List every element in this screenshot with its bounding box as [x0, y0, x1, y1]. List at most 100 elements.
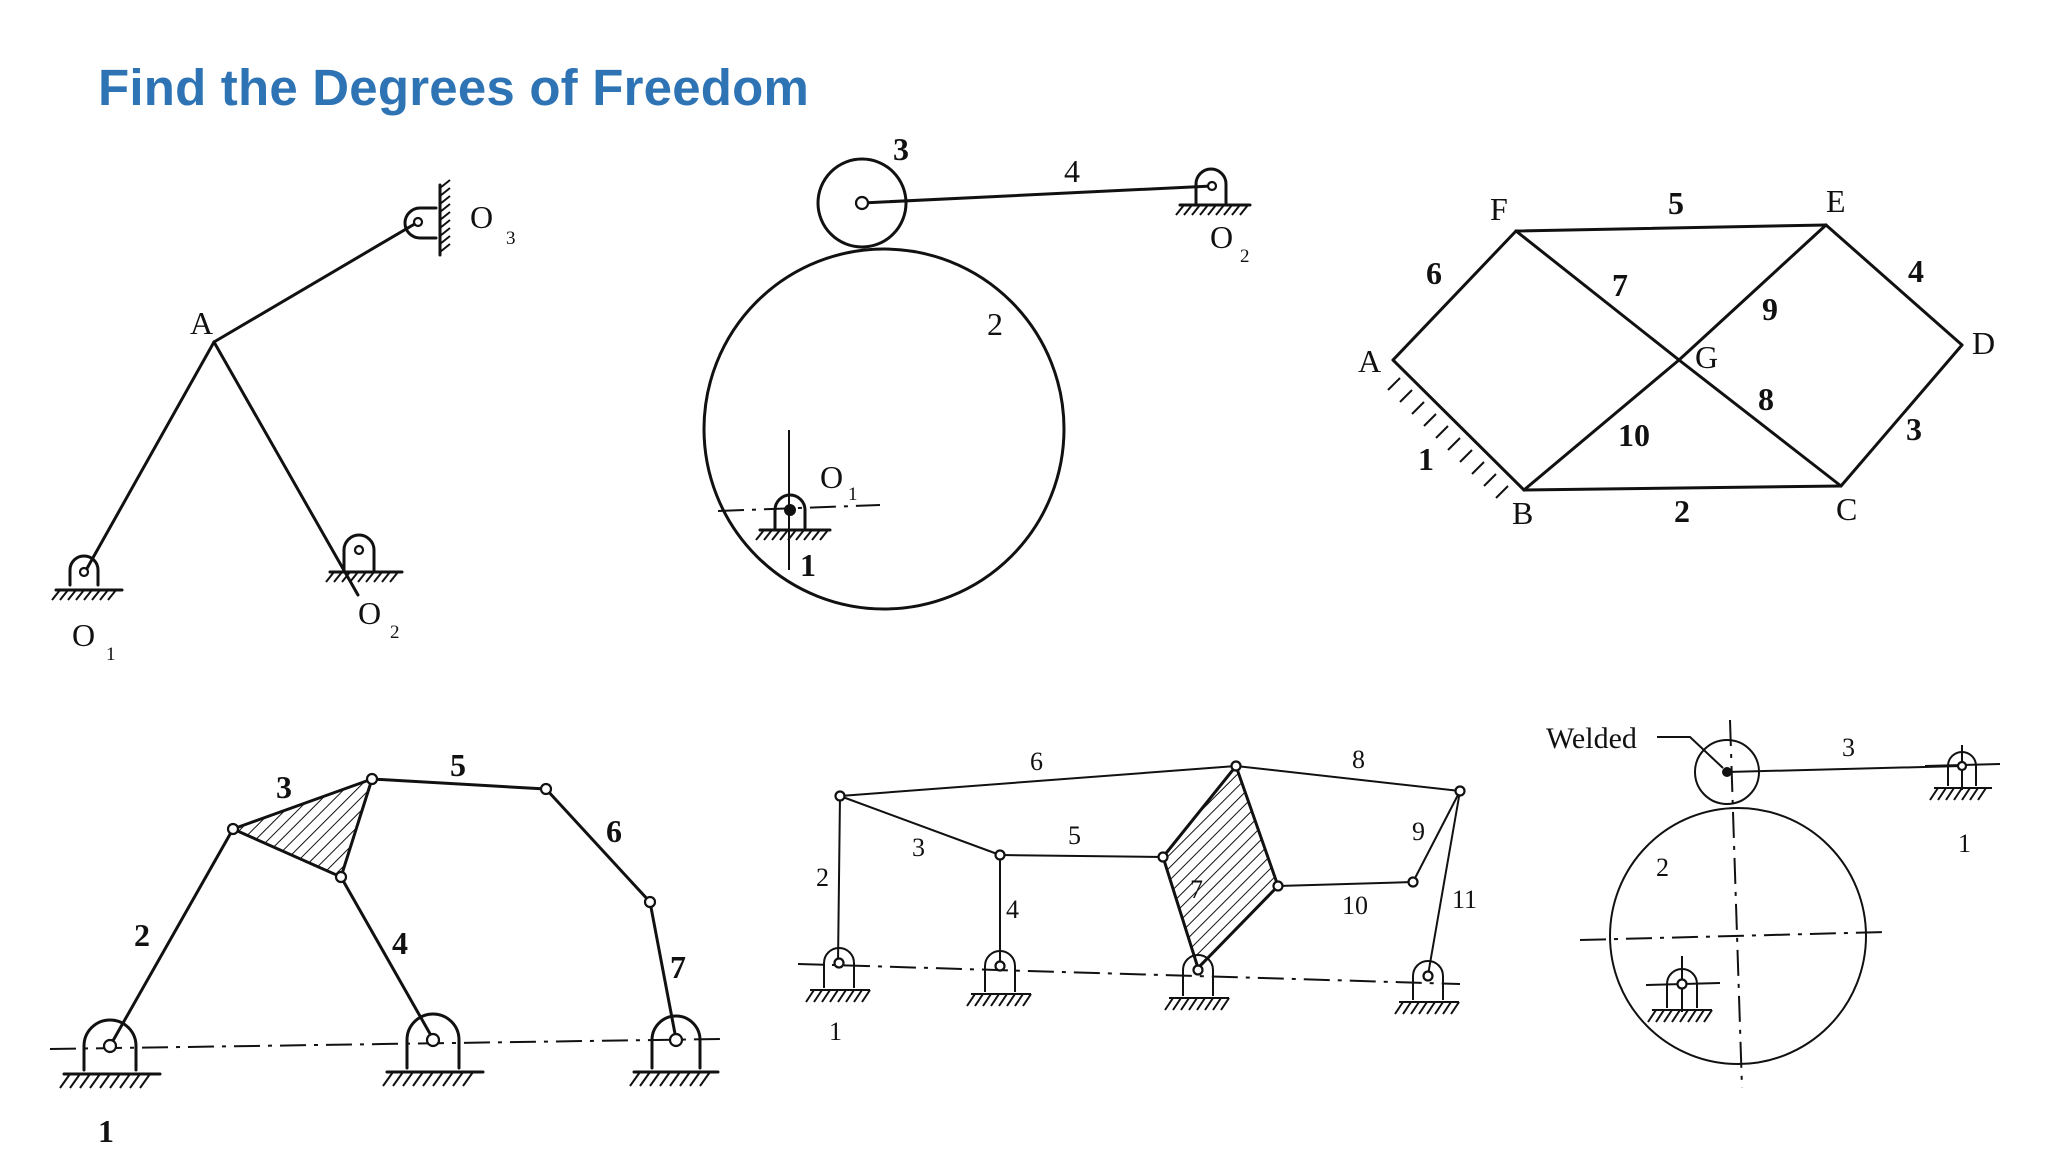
label-d: D: [1972, 325, 1995, 361]
label-1: 1: [98, 1113, 114, 1149]
label-e: E: [1826, 183, 1846, 219]
label-7: 7: [1612, 267, 1628, 303]
label-o2-sub: 2: [390, 622, 400, 643]
ground-support-a: [805, 947, 871, 1003]
label-2: 2: [987, 306, 1003, 342]
label-2: 2: [134, 917, 150, 953]
figure-2-gear-mechanism: 3 4 2 1 O 1 O 2: [702, 131, 1252, 611]
ground-support-o3: [403, 179, 451, 257]
label-8: 8: [1758, 381, 1774, 417]
slide-title: Find the Degrees of Freedom: [98, 59, 810, 116]
figure-3-ten-link-chain: A B C D E F G 1 2 3 4 5 6 7 8 9 10: [1358, 183, 1995, 531]
link-4: [1824, 223, 1964, 347]
label-2: 2: [816, 863, 829, 892]
label-o1: O: [820, 459, 843, 495]
link-6: [839, 765, 1237, 797]
label-3: 3: [1906, 411, 1922, 447]
label-2: 2: [1656, 853, 1669, 882]
link-5: [1514, 223, 1828, 233]
ground-support-1: [59, 1018, 162, 1089]
label-1: 1: [1958, 829, 1971, 858]
label-o1-sub: 1: [106, 644, 116, 665]
label-9: 9: [1762, 291, 1778, 327]
label-4: 4: [392, 925, 408, 961]
label-o3: O: [470, 199, 493, 235]
ground-support-o2: [1175, 167, 1252, 216]
link-1-ground: [1391, 358, 1526, 492]
ground-support-o1: [717, 430, 881, 570]
label-g: G: [1695, 339, 1718, 375]
link-9: [1412, 790, 1461, 883]
label-5: 5: [1668, 185, 1684, 221]
link-8: [1235, 765, 1461, 792]
link-a-o3: [212, 220, 420, 344]
label-4: 4: [1006, 895, 1019, 924]
link-3: [1726, 765, 1963, 773]
link-7: [1514, 229, 1681, 362]
link-10: [1522, 358, 1681, 492]
ground-support-3: [629, 1014, 720, 1087]
figure-6-welded-gear: Welded 3 2 1: [1546, 719, 2001, 1089]
large-wheel-2: [1609, 807, 1867, 1065]
label-7: 7: [670, 949, 686, 985]
link-10: [1277, 881, 1414, 887]
label-2: 2: [1674, 493, 1690, 529]
link-2: [108, 827, 235, 1048]
link-3: [1839, 343, 1964, 488]
label-1: 1: [1418, 441, 1434, 477]
figure-1-linkage: A O 1 O 2 O 3: [51, 179, 516, 665]
label-o2: O: [358, 595, 381, 631]
large-wheel-2: [702, 247, 1066, 611]
ground-support-o2: [325, 533, 404, 583]
label-a: A: [1358, 343, 1381, 379]
link-6: [544, 787, 652, 904]
link-2: [1522, 484, 1843, 492]
welded-pointer: [1657, 736, 1724, 769]
label-welded: Welded: [1546, 722, 1637, 755]
link-6: [1391, 229, 1518, 362]
ground-support-2: [382, 1012, 485, 1087]
label-o3-sub: 3: [506, 228, 516, 249]
label-o1-sub: 1: [848, 484, 858, 505]
link-9: [1677, 223, 1828, 362]
ternary-link-3: [228, 776, 375, 880]
quaternary-link-7: [1161, 762, 1280, 971]
label-5: 5: [1068, 821, 1081, 850]
link-3: [839, 795, 1001, 856]
ground-hatch: [1387, 377, 1509, 499]
label-4: 4: [1064, 153, 1080, 189]
ground-support-b: [966, 950, 1032, 1007]
label-o1: O: [72, 617, 95, 653]
label-11: 11: [1452, 885, 1477, 914]
label-6: 6: [606, 813, 622, 849]
label-5: 5: [450, 747, 466, 783]
link-11: [1427, 790, 1461, 976]
label-4: 4: [1908, 253, 1924, 289]
label-6: 6: [1426, 255, 1442, 291]
label-10: 10: [1618, 417, 1650, 453]
label-3: 3: [1842, 733, 1855, 762]
link-5: [370, 777, 548, 791]
ground-support-right: [1924, 745, 2001, 801]
label-b: B: [1512, 495, 1533, 531]
small-wheel-3: [816, 157, 908, 249]
ground-support-c: [1164, 954, 1230, 1011]
figure-4-seven-link: 1 2 3 4 5 6 7: [49, 747, 721, 1149]
label-8: 8: [1352, 745, 1365, 774]
label-1: 1: [829, 1017, 842, 1046]
label-o2-sub: 2: [1240, 246, 1250, 267]
link-4: [339, 875, 435, 1041]
label-a: A: [190, 305, 213, 341]
link-4: [860, 184, 1214, 205]
label-3: 3: [912, 833, 925, 862]
link-2: [837, 795, 841, 964]
ground-support-o1: [51, 554, 124, 601]
link-8: [1677, 358, 1843, 488]
label-c: C: [1836, 491, 1857, 527]
label-10: 10: [1342, 891, 1368, 920]
link-5: [999, 854, 1164, 858]
figure-5-eleven-link: 1 2 3 4 5 6 7 8 9 10 11: [797, 745, 1477, 1046]
ground-support-d: [1394, 960, 1460, 1015]
label-9: 9: [1412, 817, 1425, 846]
